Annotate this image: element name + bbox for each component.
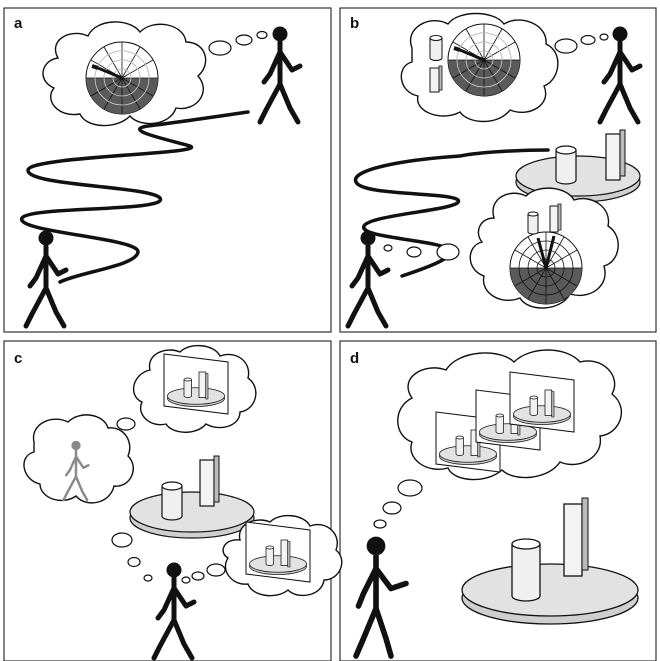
panel-b: [348, 12, 640, 327]
thought-bubble: [206, 563, 226, 577]
panel-a: [20, 21, 300, 326]
thought-bubble: [116, 417, 136, 431]
panel-a-label: a: [14, 15, 23, 32]
thought-bubble: [256, 30, 268, 40]
box-icon: [429, 65, 443, 93]
winding-path: [20, 110, 250, 284]
thought-bubble: [397, 479, 423, 497]
thought-bubble: [580, 34, 596, 46]
stick-figure-standing: [353, 536, 409, 659]
thought-bubble: [235, 34, 253, 46]
thought-bubble: [383, 244, 393, 252]
thought-bubble: [143, 574, 153, 582]
scene-snapshot-icon: [246, 522, 310, 582]
panel-d: [353, 349, 639, 659]
thought-bubble: [382, 501, 402, 515]
thought-bubble: [127, 556, 141, 568]
scene-snapshot-icon: [510, 372, 574, 432]
thought-bubble: [554, 38, 578, 54]
scene-snapshot-icon: [164, 354, 228, 414]
radar-grid-icon: [84, 40, 160, 116]
panel-c-label: c: [14, 350, 22, 367]
thought-bubble: [111, 532, 133, 548]
thought-bubble: [181, 576, 191, 584]
landmark-platform: [129, 455, 255, 539]
cylinder-icon: [527, 211, 539, 235]
panel-b-label: b: [350, 15, 359, 32]
panel-d-label: d: [350, 350, 359, 367]
thought-bubble: [191, 571, 205, 581]
radar-grid-icon: [446, 22, 522, 98]
thought-bubble: [406, 246, 422, 258]
thought-bubble: [436, 243, 460, 261]
landmark-platform: [461, 497, 639, 625]
box-icon: [549, 203, 562, 233]
radar-grid-icon: [509, 231, 583, 305]
thought-bubble: [373, 519, 387, 529]
thought-bubble: [208, 40, 232, 56]
panel-c: [23, 345, 343, 658]
cylinder-icon: [429, 35, 443, 61]
stick-figure-memory: [62, 440, 90, 502]
thought-bubble: [599, 33, 609, 41]
